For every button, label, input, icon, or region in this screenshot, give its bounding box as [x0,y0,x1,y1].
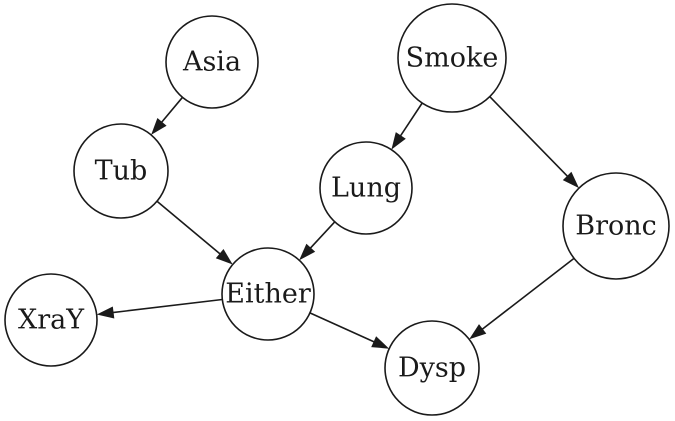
edge-lung-to-either [299,221,336,261]
edge-line [308,221,336,250]
arrowhead-icon [562,171,579,189]
node-xray: XraY [4,273,98,367]
edge-line [111,298,223,314]
node-either-circle [221,247,315,341]
arrowhead-icon [371,336,390,349]
arrowhead-icon [299,243,316,261]
edge-tub-to-either [156,200,233,265]
node-lung-circle [319,141,413,235]
node-lung: Lung [319,141,413,235]
node-tub: Tub [73,123,169,219]
arrowhead-icon [151,118,167,135]
edge-line [489,96,570,178]
node-either: Either [221,247,315,341]
node-asia-circle [165,15,259,109]
node-bronc-label: Bronc [575,211,657,242]
edge-smoke-to-bronc [489,96,579,189]
edges-layer [96,96,579,349]
node-smoke-label: Smoke [406,43,499,74]
node-dysp-circle [384,320,480,416]
nodes-layer: Asia Smoke Tub Lung Bronc Either XraY D [4,3,670,416]
node-asia: Asia [165,15,259,109]
edge-line [156,200,222,256]
node-xray-label: XraY [18,305,85,336]
node-smoke: Smoke [397,3,507,113]
arrowhead-icon [96,306,115,319]
node-dysp-label: Dysp [398,353,466,384]
edge-bronc-to-dysp [469,257,575,340]
node-tub-circle [73,123,169,219]
edge-smoke-to-lung [391,102,423,150]
edge-either-to-xray [96,298,223,319]
edge-asia-to-tub [151,96,184,135]
node-bronc: Bronc [562,172,670,280]
arrowhead-icon [215,249,233,265]
node-xray-circle [4,273,98,367]
node-lung-label: Lung [331,173,401,204]
node-dysp: Dysp [384,320,480,416]
edge-line [309,312,376,344]
edge-line [480,257,575,331]
arrowhead-icon [391,132,406,150]
node-bronc-circle [562,172,670,280]
node-asia-label: Asia [182,47,241,78]
arrowhead-icon [469,324,487,340]
edge-line [160,96,184,124]
edge-either-to-dysp [309,312,390,349]
node-either-label: Either [225,279,311,310]
node-smoke-circle [397,3,507,113]
node-tub-label: Tub [95,156,148,187]
edge-line [399,102,423,138]
